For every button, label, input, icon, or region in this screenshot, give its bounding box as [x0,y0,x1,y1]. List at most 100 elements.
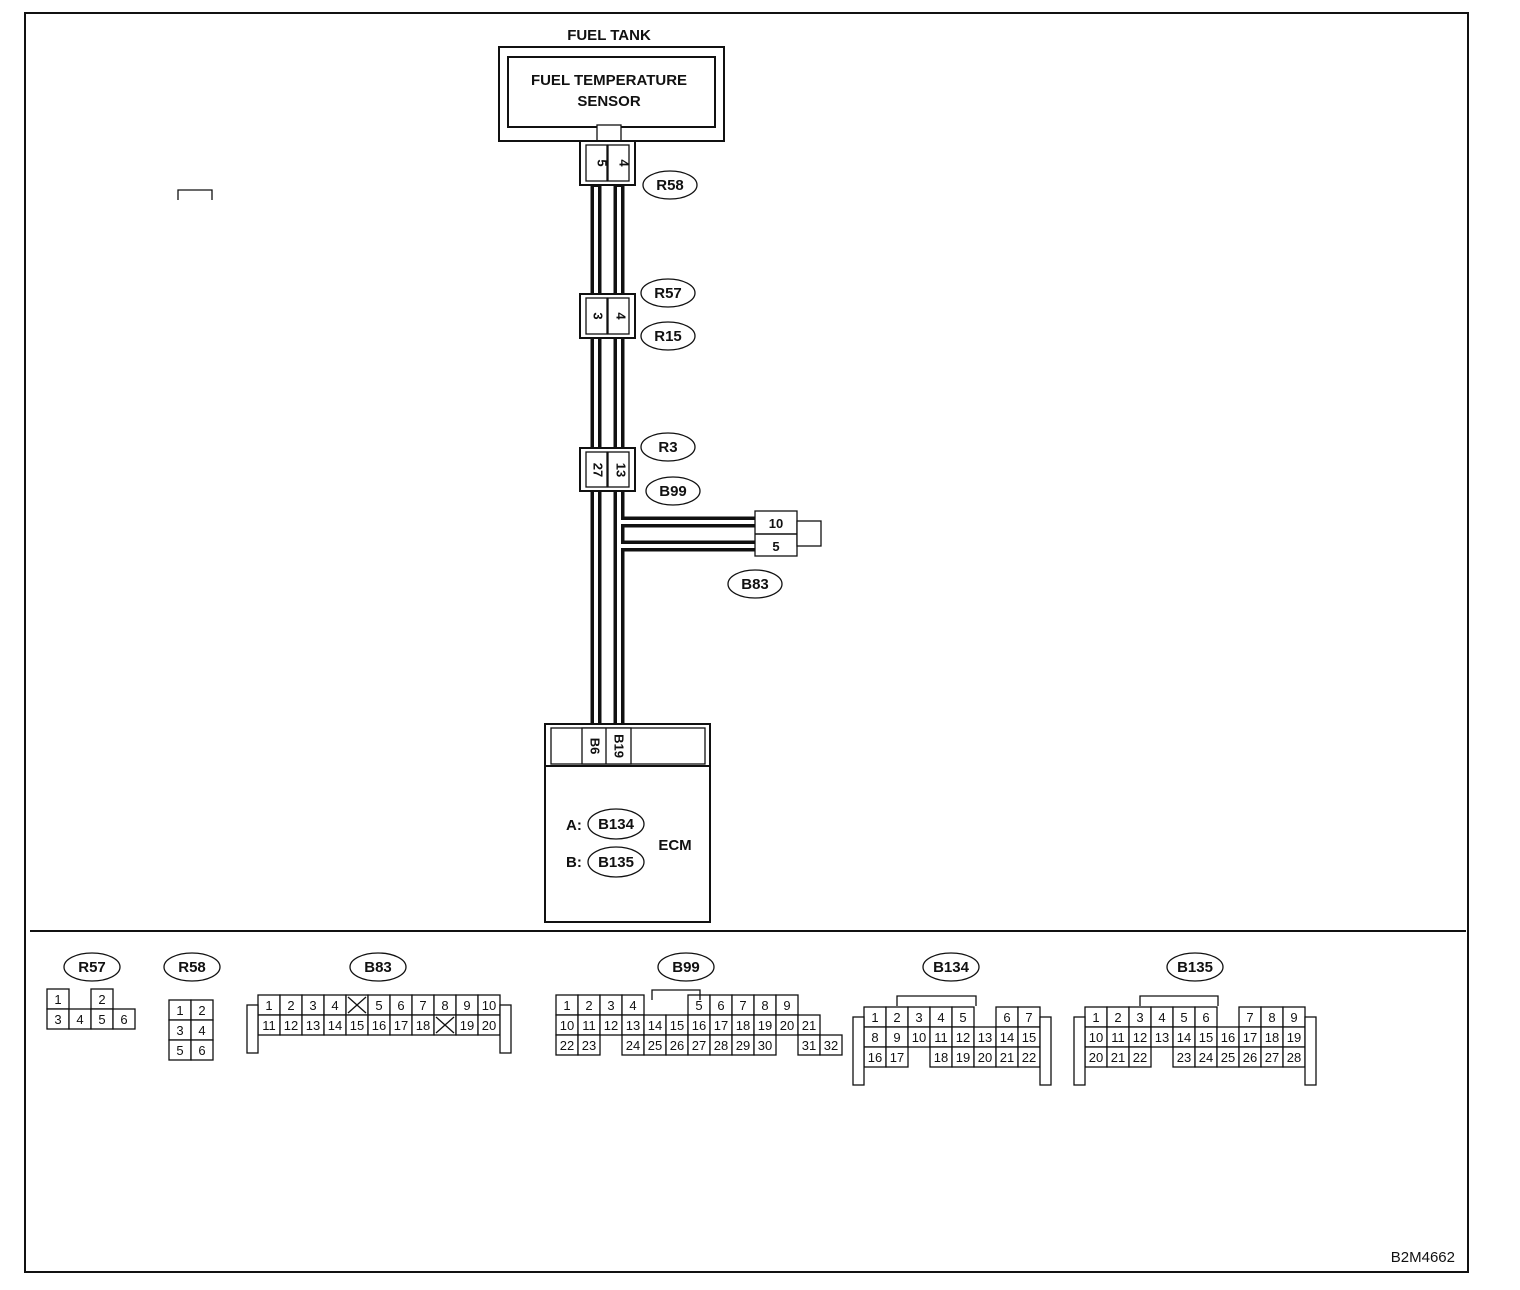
pin-cell: 9 [455,994,479,1016]
pin-number: 5 [695,998,702,1013]
pin-cell: 31 [797,1034,821,1056]
pin-number: 19 [460,1018,474,1033]
pin-cell: 12 [951,1026,975,1048]
pin-cell: 6 [709,994,733,1016]
pin-number: 32 [824,1038,838,1053]
pin-number: 25 [648,1038,662,1053]
pin-cell: 10 [1084,1026,1108,1048]
connector-label: B99 [657,952,715,982]
pin-cell: 13 [1150,1026,1174,1048]
pin-cell: 26 [665,1034,689,1056]
pin-number: 8 [441,998,448,1013]
wire-harness [590,185,757,726]
fuel-tank-label: FUEL TANK [567,27,651,44]
pin-number: 14 [1177,1030,1191,1045]
pin-cell: 17 [885,1046,909,1068]
pin-number: 14 [648,1018,662,1033]
pin-cell: 6 [1194,1006,1218,1028]
pin-cell [433,1014,457,1036]
pin-number: 9 [893,1030,900,1045]
diagram-frame [24,12,1469,1273]
pin-number: 3 [54,1012,61,1027]
label-r3: R3 [640,432,696,462]
pin-number: 1 [871,1010,878,1025]
svg-text:B135: B135 [598,854,634,871]
pin-cell: 19 [1282,1026,1306,1048]
pin-number: 9 [463,998,470,1013]
pin-number: 3 [607,998,614,1013]
connector-r57-r15-inline: 3 4 [579,293,636,339]
pin-number: 2 [98,992,105,1007]
label-b83: B83 [727,569,783,599]
ecm-unit: B6 B19 A: B134 B: B135 ECM [544,723,711,923]
pin-cell: 22 [1128,1046,1152,1068]
pin-cell: 4 [68,1008,92,1030]
pin-cell: 9 [775,994,799,1016]
pin-number: 29 [736,1038,750,1053]
pin-cell: 17 [389,1014,413,1036]
svg-text:B6: B6 [588,738,603,755]
connector-label-text: B135 [1177,959,1213,976]
pin-number: 5 [176,1043,183,1058]
connector-r3-b99-inline: 27 13 [579,447,636,492]
pin-cell: 11 [1106,1026,1130,1048]
pin-number: 12 [604,1018,618,1033]
pin-number: 19 [758,1018,772,1033]
pin-cell: 23 [577,1034,601,1056]
pin-number: 1 [563,998,570,1013]
connector-label: B134 [922,952,980,982]
pin-cell: 1 [863,1006,887,1028]
pin-cell: 1 [257,994,281,1016]
pin-cell: 5 [90,1008,114,1030]
pin-cell: 12 [599,1014,623,1036]
pin-cell: 9 [885,1026,909,1048]
pin-cell: 7 [1238,1006,1262,1028]
pin-number: 6 [397,998,404,1013]
pin-number: 12 [284,1018,298,1033]
pin-cell: 20 [1084,1046,1108,1068]
pin-number: 5 [375,998,382,1013]
connector-label-text: B83 [364,959,392,976]
pin-cell: 10 [477,994,501,1016]
pin-number: 3 [309,998,316,1013]
pin-cell: 2 [90,988,114,1010]
pin-number: 5 [1180,1010,1187,1025]
pin-number: 6 [717,998,724,1013]
pin-number: 13 [978,1030,992,1045]
pin-number: 2 [198,1003,205,1018]
pin-cell: 32 [819,1034,843,1056]
pin-cell: 4 [190,1019,214,1041]
pin-number: 4 [629,998,636,1013]
pin-number: 13 [306,1018,320,1033]
pin-number: 27 [1265,1050,1279,1065]
pin-cell: 6 [112,1008,136,1030]
svg-text:13: 13 [614,463,629,477]
pin-number: 4 [76,1012,83,1027]
connector-label-text: R57 [78,959,106,976]
svg-text:5: 5 [595,159,610,166]
pin-number: 20 [780,1018,794,1033]
svg-text:A:: A: [566,817,582,834]
pin-cell: 18 [731,1014,755,1036]
pin-cell: 20 [477,1014,501,1036]
pin-number: 1 [176,1003,183,1018]
pin-number: 8 [761,998,768,1013]
pin-number: 1 [54,992,61,1007]
pin-number: 28 [714,1038,728,1053]
pin-number: 22 [560,1038,574,1053]
pin-number: 15 [1022,1030,1036,1045]
pin-number: 1 [1092,1010,1099,1025]
pin-cell: 19 [455,1014,479,1036]
svg-text:B:: B: [566,854,582,871]
pin-number: 21 [1111,1050,1125,1065]
pin-cell: 25 [1216,1046,1240,1068]
pin-cell: 3 [907,1006,931,1028]
pin-number: 17 [714,1018,728,1033]
svg-text:27: 27 [591,463,606,477]
svg-text:10: 10 [769,516,783,531]
pin-cell: 16 [367,1014,391,1036]
pin-number: 25 [1221,1050,1235,1065]
pin-cell: 6 [389,994,413,1016]
